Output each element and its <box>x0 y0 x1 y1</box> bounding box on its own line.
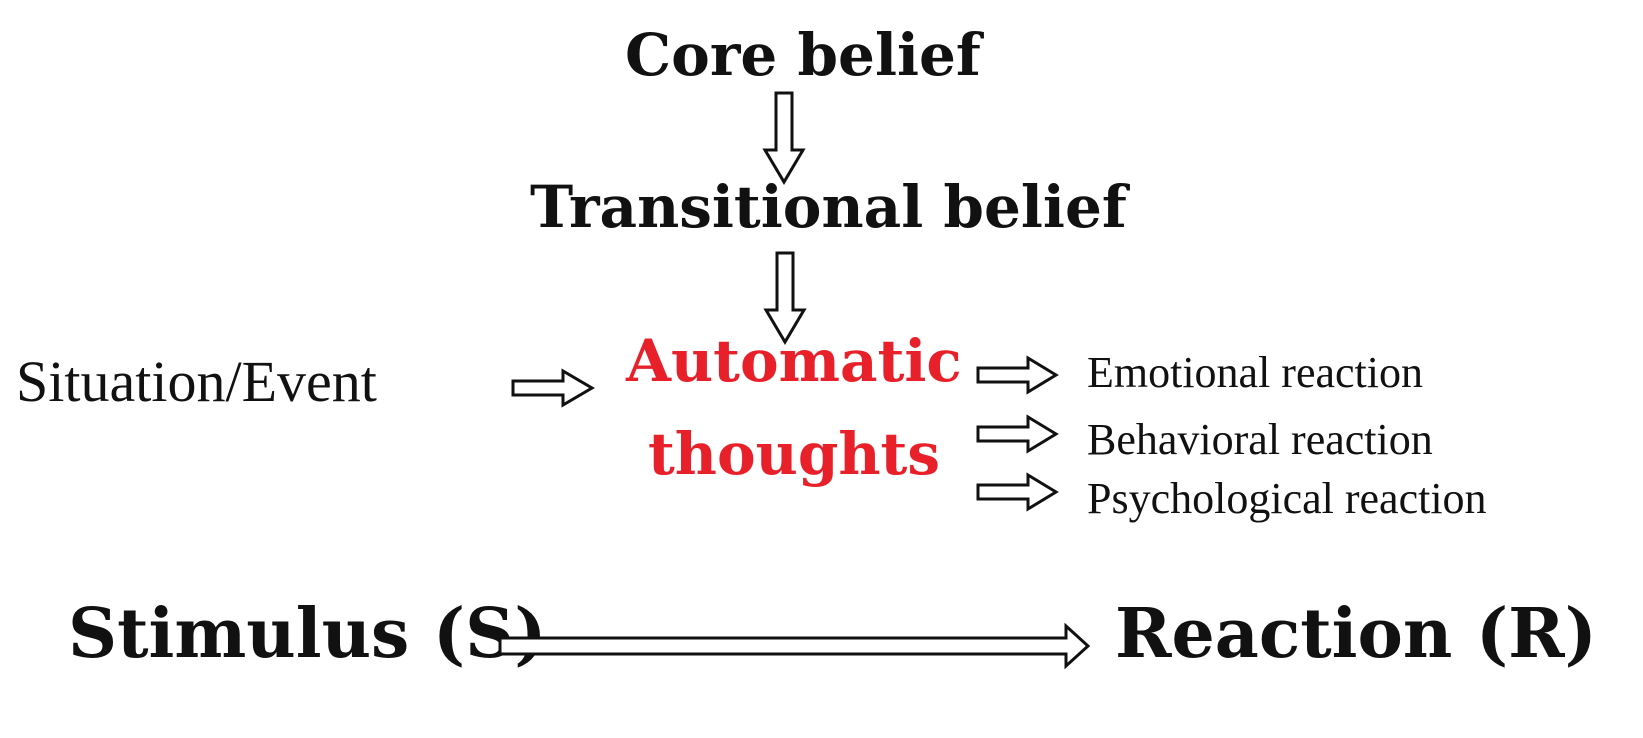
arrow-to-psychological-icon <box>976 472 1059 512</box>
psychological-reaction-label: Psychological reaction <box>1087 474 1487 523</box>
automatic-thoughts-label-line2: thoughts <box>648 420 940 488</box>
arrow-to-behavioral-icon <box>976 414 1059 454</box>
core-belief-label: Core belief <box>625 21 981 89</box>
arrow-transitional-to-automatic-icon <box>763 251 807 345</box>
stimulus-label: Stimulus (S) <box>68 594 547 674</box>
emotional-reaction-label: Emotional reaction <box>1087 348 1423 397</box>
arrow-situation-to-automatic-icon <box>511 368 595 408</box>
arrow-to-emotional-icon <box>976 355 1059 395</box>
automatic-thoughts-label-line1: Automatic <box>626 327 962 395</box>
transitional-belief-label: Transitional belief <box>530 173 1127 241</box>
arrow-stimulus-to-reaction-icon <box>498 622 1091 670</box>
arrow-core-to-transitional-icon <box>762 91 806 185</box>
behavioral-reaction-label: Behavioral reaction <box>1087 415 1433 464</box>
reaction-label: Reaction (R) <box>1115 594 1597 674</box>
situation-event-label: Situation/Event <box>16 349 377 414</box>
